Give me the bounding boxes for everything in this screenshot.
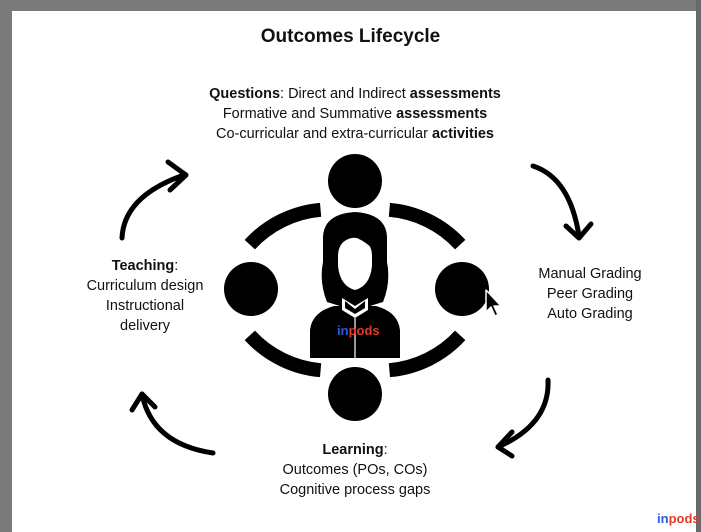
teaching-line-3: delivery [120, 318, 170, 334]
window-edge [696, 0, 701, 532]
grading-line-2: Peer Grading [546, 286, 634, 302]
node-circle-top [328, 154, 382, 208]
arrow-top-left-icon [119, 159, 189, 241]
grading-line-3: Auto Grading [547, 306, 633, 322]
ring-segment-top-left [244, 202, 322, 250]
learning-line-2: Cognitive process gaps [279, 482, 431, 498]
ring-segment-bottom-right [388, 330, 466, 378]
grading-line-1: Manual Grading [538, 266, 642, 282]
node-circle-right [435, 262, 489, 316]
learning-line-1: Outcomes (POs, COs) [282, 462, 428, 478]
teaching-block: Teaching: Curriculum design Instructiona… [60, 256, 230, 336]
mouse-pointer-icon [485, 289, 502, 317]
grading-block: Manual Grading Peer Grading Auto Grading [510, 264, 670, 324]
questions-block: Questions: Direct and Indirect assessmen… [150, 84, 560, 144]
cycle-arrows [119, 159, 594, 459]
arrow-bottom-left-icon [129, 391, 216, 456]
learning-block: Learning: Outcomes (POs, COs) Cognitive … [220, 440, 490, 500]
questions-line-3: Co-curricular and extra-curricular activ… [215, 126, 495, 142]
teaching-heading: Teaching: [111, 258, 179, 274]
ring [244, 202, 466, 378]
person-icon [310, 212, 400, 358]
node-circle-bottom [328, 367, 382, 421]
diagram-title: Outcomes Lifecycle [260, 26, 441, 47]
ring-segment-bottom-left [244, 330, 322, 378]
questions-line-1: Questions: Direct and Indirect assessmen… [209, 86, 501, 102]
arrow-top-right-icon [530, 163, 594, 241]
teaching-line-1: Curriculum design [86, 278, 204, 294]
corner-brand-logo: inpods [657, 511, 700, 526]
arrow-bottom-right-icon [495, 377, 551, 459]
ring-segment-top-right [388, 202, 466, 250]
learning-heading: Learning: [322, 442, 388, 458]
center-brand-logo: inpods [337, 323, 380, 338]
questions-line-2: Formative and Summative assessments [222, 106, 488, 122]
teaching-line-2: Instructional [105, 298, 185, 314]
node-circle-left [224, 262, 278, 316]
